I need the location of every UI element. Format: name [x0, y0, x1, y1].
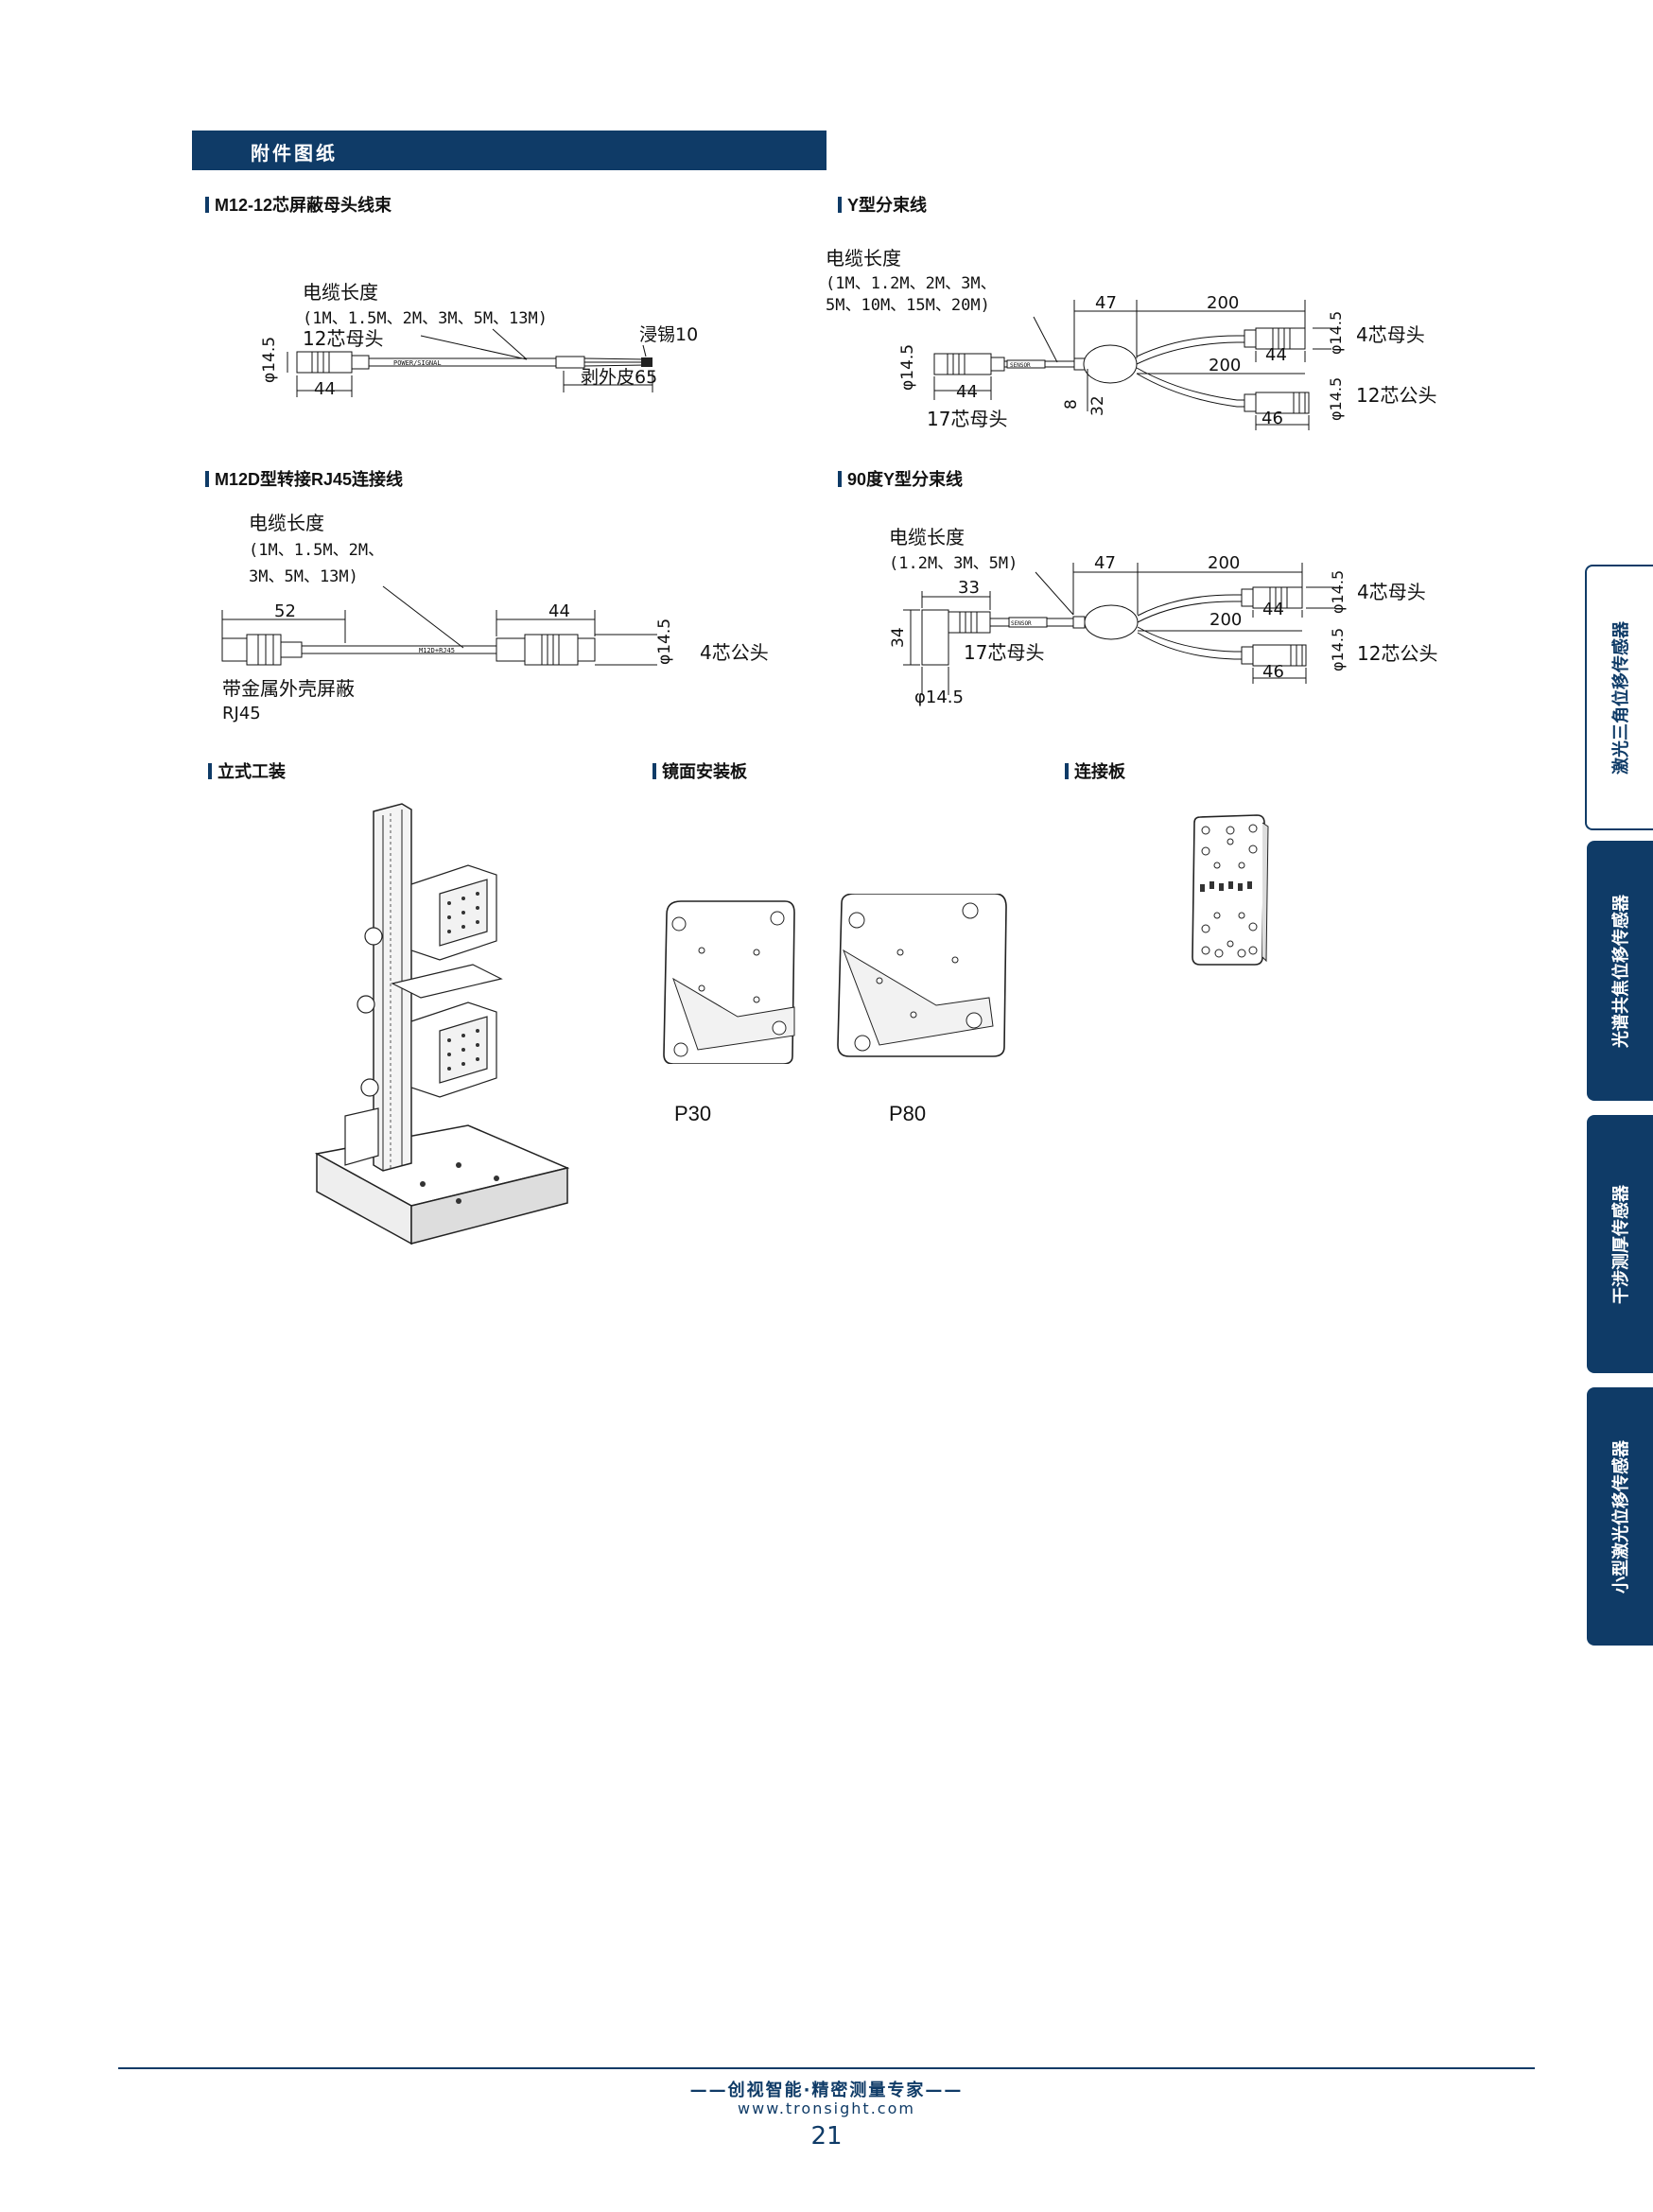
title-stand: 立式工装 — [208, 758, 286, 783]
m12-cable-length-label: 电缆长度 — [303, 281, 378, 304]
y90-dim-33: 33 — [958, 578, 980, 598]
title-mirror-plate: 镜面安装板 — [652, 758, 747, 783]
connect-plate-illustration — [1192, 814, 1269, 966]
y90-dim-200a: 200 — [1208, 553, 1240, 573]
y-dim-dia-a: φ14.5 — [898, 344, 917, 391]
y-label-12pin: 12芯公头 — [1356, 384, 1436, 407]
y-4pin-connector — [1255, 327, 1306, 350]
rj45-cable-length-line1: (1M、1.5M、2M、 — [249, 541, 384, 560]
y-splitter-body — [1083, 344, 1138, 384]
y90-label-4pin: 4芯母头 — [1357, 581, 1426, 603]
rj45-label-shield: 带金属外壳屏蔽 — [222, 677, 355, 700]
title-m12d-rj45: M12D型转接RJ45连接线 — [205, 466, 403, 491]
side-tab-label: 小型激光位移传感器 — [1611, 1439, 1631, 1594]
y-dim-200a: 200 — [1207, 293, 1239, 313]
y-label-17pin: 17芯母头 — [927, 408, 1007, 430]
y-dim-dia-b: φ14.5 — [1327, 311, 1345, 355]
m12-connector-body — [296, 351, 353, 374]
side-tab-label: 激光三角位移传感器 — [1611, 620, 1631, 775]
side-tab-mini-laser[interactable]: 小型激光位移传感器 — [1587, 1387, 1653, 1646]
y90-cable-length-options: (1.2M、3M、5M) — [889, 554, 1018, 573]
m12-dim-44: 44 — [314, 379, 336, 399]
m12-cable-print: POWER/SIGNAL — [393, 359, 442, 367]
rj45-dim-52: 52 — [274, 601, 296, 621]
drawing-m12-12-harness: 电缆长度 (1M、1.5M、2M、3M、5M、13M) 12芯母头 POWER/… — [260, 281, 698, 399]
m12-dim-dia: φ14.5 — [260, 337, 279, 383]
y90-dim-dia-b: φ14.5 — [1329, 570, 1347, 614]
title-y90-cable: 90度Y型分束线 — [838, 466, 963, 491]
title-connect-plate: 连接板 — [1065, 758, 1125, 783]
y90-cable-length-label: 电缆长度 — [889, 526, 965, 549]
y-dim-32: 32 — [1088, 395, 1107, 416]
title-y-cable: Y型分束线 — [838, 192, 927, 217]
y-dim-44a: 44 — [1265, 345, 1287, 365]
footer-slogan: ——创视智能·精密测量专家—— — [689, 2081, 964, 2100]
side-tab-spectral-confocal[interactable]: 光谱共焦位移传感器 — [1587, 841, 1653, 1101]
m12-leader-line — [420, 335, 528, 360]
y90-dim-34: 34 — [889, 627, 908, 648]
rj45-label-4pin: 4芯公头 — [700, 641, 769, 664]
y90-dim-44: 44 — [1262, 600, 1284, 619]
y-dim-46: 46 — [1262, 409, 1283, 428]
footer-divider — [118, 2067, 1535, 2069]
m12-tin-label: 浸锡10 — [639, 324, 698, 345]
side-tab-laser-triangulation[interactable]: 激光三角位移传感器 — [1585, 565, 1653, 830]
label-p30: P30 — [674, 1102, 712, 1125]
rj45-dim-44: 44 — [548, 601, 570, 621]
title-m12-12: M12-12芯屏蔽母头线束 — [205, 192, 392, 217]
rj45-cable-length-line2: 3M、5M、13M) — [249, 567, 358, 586]
rj45-m12-connector — [496, 637, 526, 662]
drawing-m12d-rj45: 电缆长度 (1M、1.5M、2M、 3M、5M、13M) M12D+RJ45 5… — [221, 512, 769, 723]
y90-dim-dia-a: φ14.5 — [914, 688, 964, 707]
y-cable-length-label: 电缆长度 — [826, 247, 901, 270]
y90-dim-200b: 200 — [1209, 610, 1242, 630]
y-12pin-connector — [1255, 392, 1310, 414]
y-dim-44b: 44 — [956, 382, 978, 402]
mirror-plate-p80 — [837, 894, 1007, 1057]
section-header-bar: 附件图纸 — [192, 131, 826, 170]
y90-splitter-body — [1084, 604, 1139, 640]
stand-illustration — [314, 803, 570, 1245]
section-header-title: 附件图纸 — [251, 142, 338, 165]
y90-dim-dia-c: φ14.5 — [1329, 628, 1347, 671]
y-dim-8: 8 — [1062, 399, 1081, 409]
m12-leader-line-2 — [492, 328, 528, 360]
mirror-plate-p30 — [663, 900, 795, 1064]
y-label-4pin: 4芯母头 — [1356, 323, 1425, 346]
side-tab-label: 光谱共焦位移传感器 — [1611, 894, 1631, 1048]
drawing-y-cable: 电缆长度 (1M、1.2M、2M、3M、 5M、10M、15M、20M) SEN… — [826, 247, 1436, 430]
y90-12pin-connector — [1252, 644, 1307, 667]
m12-strip-label: 剥外皮65 — [581, 367, 657, 388]
y90-17pin-connector — [921, 609, 949, 666]
y90-label-12pin: 12芯公头 — [1357, 642, 1437, 665]
drawing-y90-cable: 电缆长度 (1.2M、3M、5M) SENSOR 33 34 47 200 20… — [889, 526, 1437, 707]
y90-dim-46: 46 — [1262, 662, 1284, 682]
y90-dim-47: 47 — [1094, 553, 1116, 573]
y90-cable-print: SENSOR — [1011, 620, 1032, 627]
label-p80: P80 — [889, 1102, 927, 1125]
rj45-plug — [221, 637, 248, 662]
m12-connector-label: 12芯母头 — [303, 327, 383, 350]
y-dim-47: 47 — [1095, 293, 1117, 313]
y-cable-print: SENSOR — [1010, 362, 1031, 369]
side-tab-label: 干涉测厚传感器 — [1611, 1184, 1631, 1304]
rj45-label-rj45: RJ45 — [222, 704, 261, 723]
y-dim-200b: 200 — [1209, 356, 1241, 375]
page-number: 21 — [810, 2122, 843, 2151]
y-cable-length-line2: 5M、10M、15M、20M) — [826, 296, 990, 315]
rj45-cable-length-label: 电缆长度 — [249, 512, 324, 534]
y-dim-dia-c: φ14.5 — [1327, 377, 1345, 421]
y-17pin-connector — [933, 353, 992, 375]
m12-cable-length-options: (1M、1.5M、2M、3M、5M、13M) — [303, 309, 548, 328]
y90-4pin-connector — [1252, 586, 1303, 609]
rj45-dim-dia: φ14.5 — [655, 618, 674, 665]
side-tab-interference-thickness[interactable]: 干涉测厚传感器 — [1587, 1115, 1653, 1373]
m12-tinned-end — [641, 357, 652, 367]
y90-label-17pin: 17芯母头 — [964, 641, 1044, 664]
rj45-cable-print: M12D+RJ45 — [419, 647, 455, 654]
footer-url: www.tronsight.com — [738, 2099, 915, 2117]
mirror-plates-illustration — [663, 894, 1007, 1064]
y-cable-length-line1: (1M、1.2M、2M、3M、 — [826, 274, 997, 293]
